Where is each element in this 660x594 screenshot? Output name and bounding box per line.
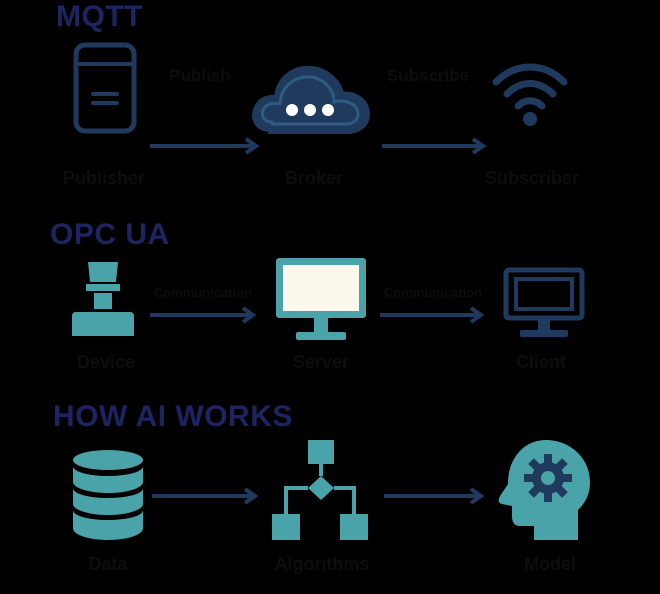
- wifi-icon: [492, 63, 568, 126]
- publish-label: Publish: [169, 66, 231, 85]
- database-icon: [73, 450, 143, 540]
- device-icon: [72, 262, 134, 336]
- communication-label-2: Communication: [383, 285, 483, 300]
- computer-icon: [503, 267, 585, 337]
- publisher-label: Publisher: [62, 168, 146, 188]
- communication-label-1: Communication: [153, 285, 253, 300]
- arrow-algorithms-model: [384, 487, 485, 505]
- mqtt-title: MQTT: [56, 0, 143, 33]
- phone-icon: [73, 42, 137, 134]
- arrow-data-algorithms: [152, 487, 259, 505]
- broker-label: Broker: [284, 168, 344, 188]
- monitor-icon: [276, 258, 366, 340]
- how-ai-works-title: HOW AI WORKS: [53, 400, 293, 433]
- opcua-title: OPC UA: [50, 218, 170, 251]
- subscriber-label: Subscriber: [484, 168, 580, 188]
- subscribe-label: Subscribe: [386, 66, 470, 85]
- data-label: Data: [88, 554, 128, 574]
- client-label: Client: [515, 352, 567, 372]
- arrow-subscribe: [382, 137, 487, 155]
- model-label: Model: [524, 554, 576, 574]
- flowchart-icon: [272, 440, 368, 540]
- algorithms-label: Algorithms: [274, 554, 370, 574]
- arrow-publish: [150, 137, 260, 155]
- cloud-icon: [252, 65, 371, 134]
- head-gear-icon: [498, 440, 590, 540]
- device-label: Device: [76, 352, 136, 372]
- arrow-communication-2: [380, 306, 485, 324]
- server-label: Server: [292, 352, 350, 372]
- arrow-communication-1: [150, 306, 257, 324]
